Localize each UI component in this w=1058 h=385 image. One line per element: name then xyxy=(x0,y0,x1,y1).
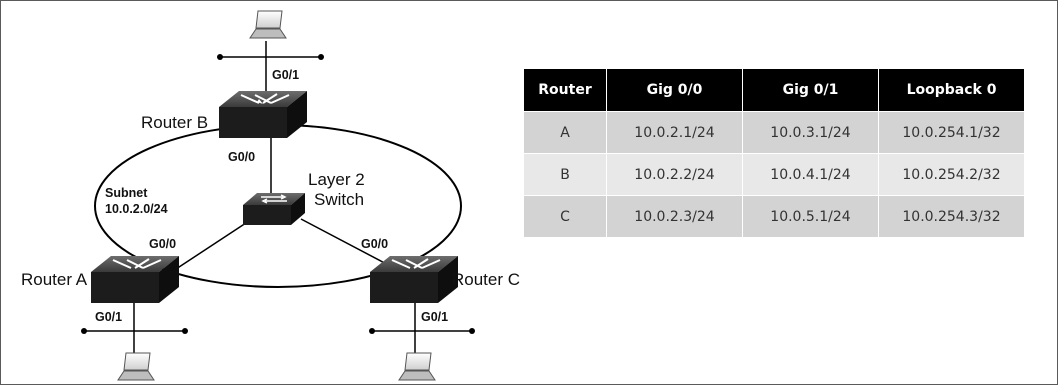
table-header-row: Router Gig 0/0 Gig 0/1 Loopback 0 xyxy=(524,69,1024,112)
table-cell: 10.0.3.1/24 xyxy=(742,111,879,154)
router-b-lan-segment xyxy=(217,41,324,93)
table-row: C 10.0.2.3/24 10.0.5.1/24 10.0.254.3/32 xyxy=(524,195,1024,237)
table-cell: 10.0.2.3/24 xyxy=(606,195,743,237)
table-cell: C xyxy=(524,195,607,237)
router-b-g0-0-label: G0/0 xyxy=(228,150,255,164)
column-header: Loopback 0 xyxy=(878,69,1024,112)
table-cell: 10.0.254.2/32 xyxy=(878,153,1024,196)
laptop-icon xyxy=(117,352,155,381)
router-c-g0-0-label: G0/0 xyxy=(361,237,388,251)
column-header: Router xyxy=(524,69,607,112)
link-switch-router-a xyxy=(172,220,250,272)
router-a-g0-0-label: G0/0 xyxy=(149,237,176,251)
router-address-table: Router Gig 0/0 Gig 0/1 Loopback 0 A 10.0… xyxy=(524,69,1024,237)
subnet-label-line1: Subnet xyxy=(105,186,148,200)
router-c-icon xyxy=(370,256,458,303)
column-header: Gig 0/0 xyxy=(606,69,743,112)
subnet-label-line2: 10.0.2.0/24 xyxy=(105,202,168,216)
switch-label-line1: Layer 2 xyxy=(308,170,365,189)
table-cell: 10.0.4.1/24 xyxy=(742,153,879,196)
table-cell: 10.0.5.1/24 xyxy=(742,195,879,237)
router-c-label: Router C xyxy=(452,270,520,289)
table-cell: 10.0.2.2/24 xyxy=(606,153,743,196)
table-row: B 10.0.2.2/24 10.0.4.1/24 10.0.254.2/32 xyxy=(524,153,1024,196)
router-b-g0-1-label: G0/1 xyxy=(272,68,299,82)
table-cell: 10.0.254.3/32 xyxy=(878,195,1024,237)
switch-label-line2: Switch xyxy=(314,190,364,209)
router-c-g0-1-label: G0/1 xyxy=(421,310,448,324)
layer2-switch-icon xyxy=(243,193,305,225)
router-a-g0-1-label: G0/1 xyxy=(95,310,122,324)
table-cell: 10.0.2.1/24 xyxy=(606,111,743,154)
router-a-label: Router A xyxy=(21,270,88,289)
router-a-icon xyxy=(91,256,179,303)
table-cell: B xyxy=(524,153,607,196)
table-cell: A xyxy=(524,111,607,154)
table-row: A 10.0.2.1/24 10.0.3.1/24 10.0.254.1/32 xyxy=(524,111,1024,154)
table-cell: 10.0.254.1/32 xyxy=(878,111,1024,154)
laptop-icon xyxy=(398,352,436,381)
column-header: Gig 0/1 xyxy=(742,69,879,112)
link-switch-router-c xyxy=(300,218,397,270)
router-b-label: Router B xyxy=(141,113,208,132)
laptop-icon xyxy=(249,10,287,39)
network-topology-diagram: Router B G0/1 G0/0 Layer 2 Switch Subnet… xyxy=(21,10,520,381)
router-b-icon xyxy=(219,91,307,138)
